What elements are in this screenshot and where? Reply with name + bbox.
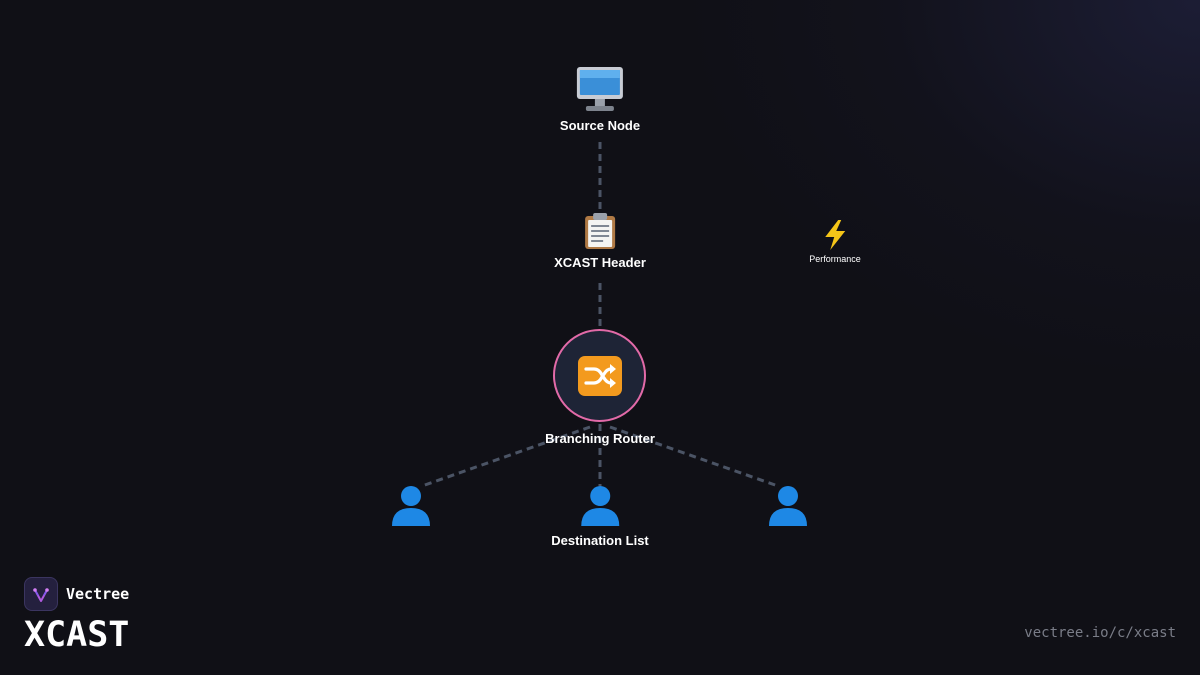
lightning-icon <box>825 220 845 250</box>
source-node-label: Source Node <box>559 118 641 133</box>
clipboard-icon <box>585 213 615 249</box>
destination-list-label: Destination List <box>551 533 649 548</box>
destination-left <box>390 484 432 526</box>
user-icon <box>580 486 619 526</box>
destination-right <box>767 484 809 526</box>
branching-router-label-wrap: Branching Router <box>545 431 655 446</box>
xcast-header-label: XCAST Header <box>554 255 646 270</box>
product-url[interactable]: vectree.io/c/xcast <box>1024 625 1176 641</box>
link-router-dest-right <box>609 425 779 488</box>
vectree-logo <box>24 577 58 611</box>
desktop-computer-icon <box>577 67 623 111</box>
brand-name: Vectree <box>66 585 130 603</box>
xcast-header-node: XCAST Header <box>554 212 646 270</box>
destination-center: Destination List <box>551 484 649 548</box>
link-router-dest-left <box>421 425 591 488</box>
shuffle-icon <box>577 355 622 396</box>
brand-row: Vectree <box>24 577 129 611</box>
product-title: XCAST <box>24 615 130 655</box>
branching-router-label: Branching Router <box>545 431 655 446</box>
source-node: Source Node <box>560 64 640 133</box>
branching-router-circle <box>553 329 646 422</box>
user-icon <box>392 486 430 526</box>
brand-block: Vectree XCAST <box>24 577 129 655</box>
user-icon <box>769 486 807 526</box>
performance-node: Performance <box>809 220 861 264</box>
performance-label: Performance <box>809 254 861 264</box>
